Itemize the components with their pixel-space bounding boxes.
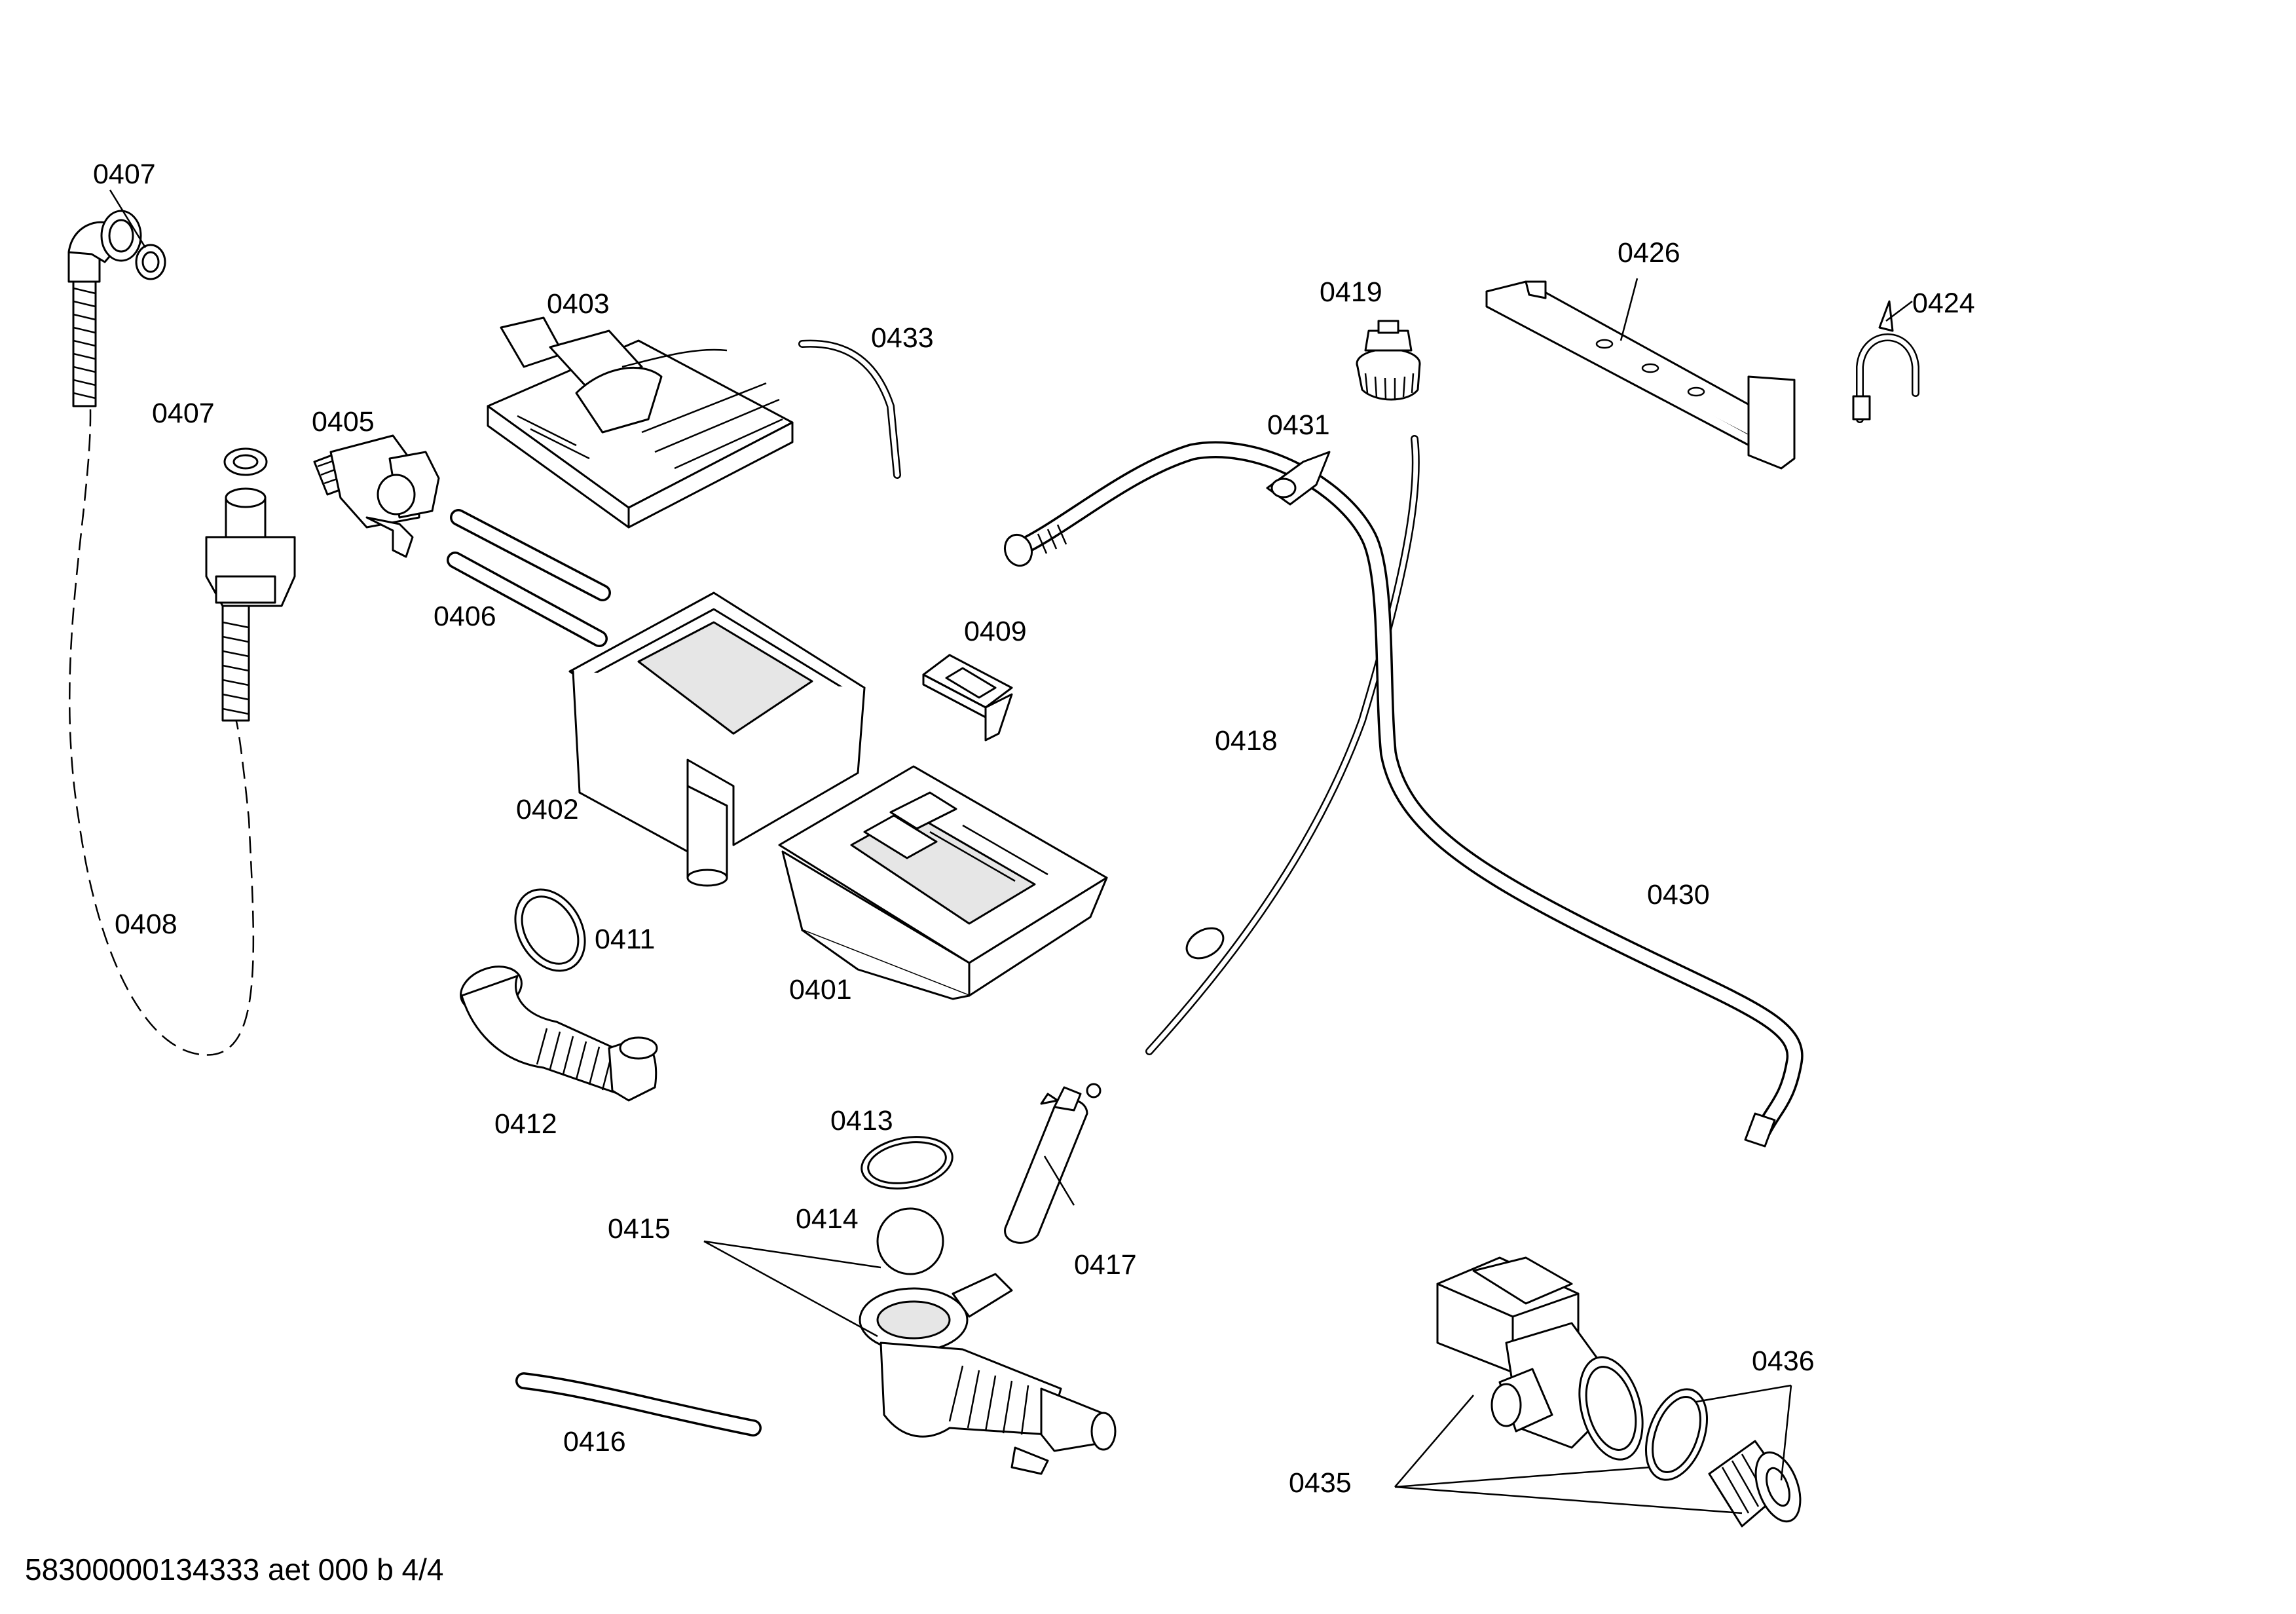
label-0417: 0417 xyxy=(1074,1249,1137,1281)
part-0418-tube xyxy=(1145,435,1420,1055)
part-0417-sensor xyxy=(1004,1083,1102,1244)
label-0424: 0424 xyxy=(1912,288,1975,319)
label-0401: 0401 xyxy=(789,974,852,1005)
part-0412-bellows-hose xyxy=(460,966,658,1102)
label-0407-top: 0407 xyxy=(93,159,156,190)
label-0416: 0416 xyxy=(563,1426,626,1457)
part-0408-hose-outline xyxy=(69,409,255,1056)
part-0435-drain-pump xyxy=(1436,1256,1644,1461)
part-0424-hook xyxy=(1852,300,1919,423)
part-0401-detergent-drawer xyxy=(778,765,1108,1000)
label-0418: 0418 xyxy=(1215,725,1278,757)
part-0403-dispenser-top-frame xyxy=(487,316,794,529)
label-0430: 0430 xyxy=(1647,879,1710,910)
part-0407-upper-hose-fitting xyxy=(67,210,142,407)
part-0436-seal-ring xyxy=(1644,1388,1709,1481)
part-0402-dispenser-housing xyxy=(568,591,866,887)
label-0408: 0408 xyxy=(115,909,177,940)
label-0402: 0402 xyxy=(516,794,579,825)
label-0426: 0426 xyxy=(1618,237,1680,269)
label-0406: 0406 xyxy=(434,601,496,632)
part-0405-inlet-valve xyxy=(313,434,440,558)
label-0435: 0435 xyxy=(1289,1467,1352,1499)
label-0407-lower: 0407 xyxy=(152,398,215,429)
part-0407-lower-hose-fitting xyxy=(205,447,296,722)
part-0407-washer-top xyxy=(135,244,166,280)
part-0413-ring xyxy=(861,1136,954,1190)
part-0431-clip xyxy=(1266,451,1331,506)
label-0414: 0414 xyxy=(796,1203,859,1235)
label-0431: 0431 xyxy=(1267,409,1330,441)
part-0409-clip xyxy=(922,654,1013,741)
label-0413: 0413 xyxy=(830,1105,893,1136)
part-0415-sump xyxy=(859,1273,1117,1475)
part-0426-rail xyxy=(1485,280,1796,470)
label-0403: 0403 xyxy=(547,288,610,320)
part-0406-rods xyxy=(447,509,611,647)
label-0409: 0409 xyxy=(964,616,1027,647)
label-0419: 0419 xyxy=(1320,276,1382,308)
part-labels: 0407 0407 0405 0403 0433 0406 0409 0402 … xyxy=(93,159,1975,1499)
label-0411: 0411 xyxy=(595,924,655,955)
label-0436: 0436 xyxy=(1752,1345,1815,1377)
part-0416-hose xyxy=(515,1372,762,1436)
label-0433: 0433 xyxy=(871,322,934,354)
footer-document-code: 58300000134333 aet 000 b 4/4 xyxy=(25,1552,444,1586)
part-0411-seal-ring xyxy=(514,888,586,972)
part-0436-filter xyxy=(1708,1440,1802,1528)
part-0430-hose xyxy=(1003,441,1804,1148)
part-0414-ball xyxy=(876,1207,944,1275)
leader-lines xyxy=(703,278,1913,1514)
label-0415: 0415 xyxy=(608,1213,671,1245)
part-0433-tube xyxy=(798,339,901,479)
part-0419-pressure-switch xyxy=(1356,320,1421,401)
label-0405: 0405 xyxy=(312,406,375,438)
label-0412: 0412 xyxy=(494,1108,557,1140)
